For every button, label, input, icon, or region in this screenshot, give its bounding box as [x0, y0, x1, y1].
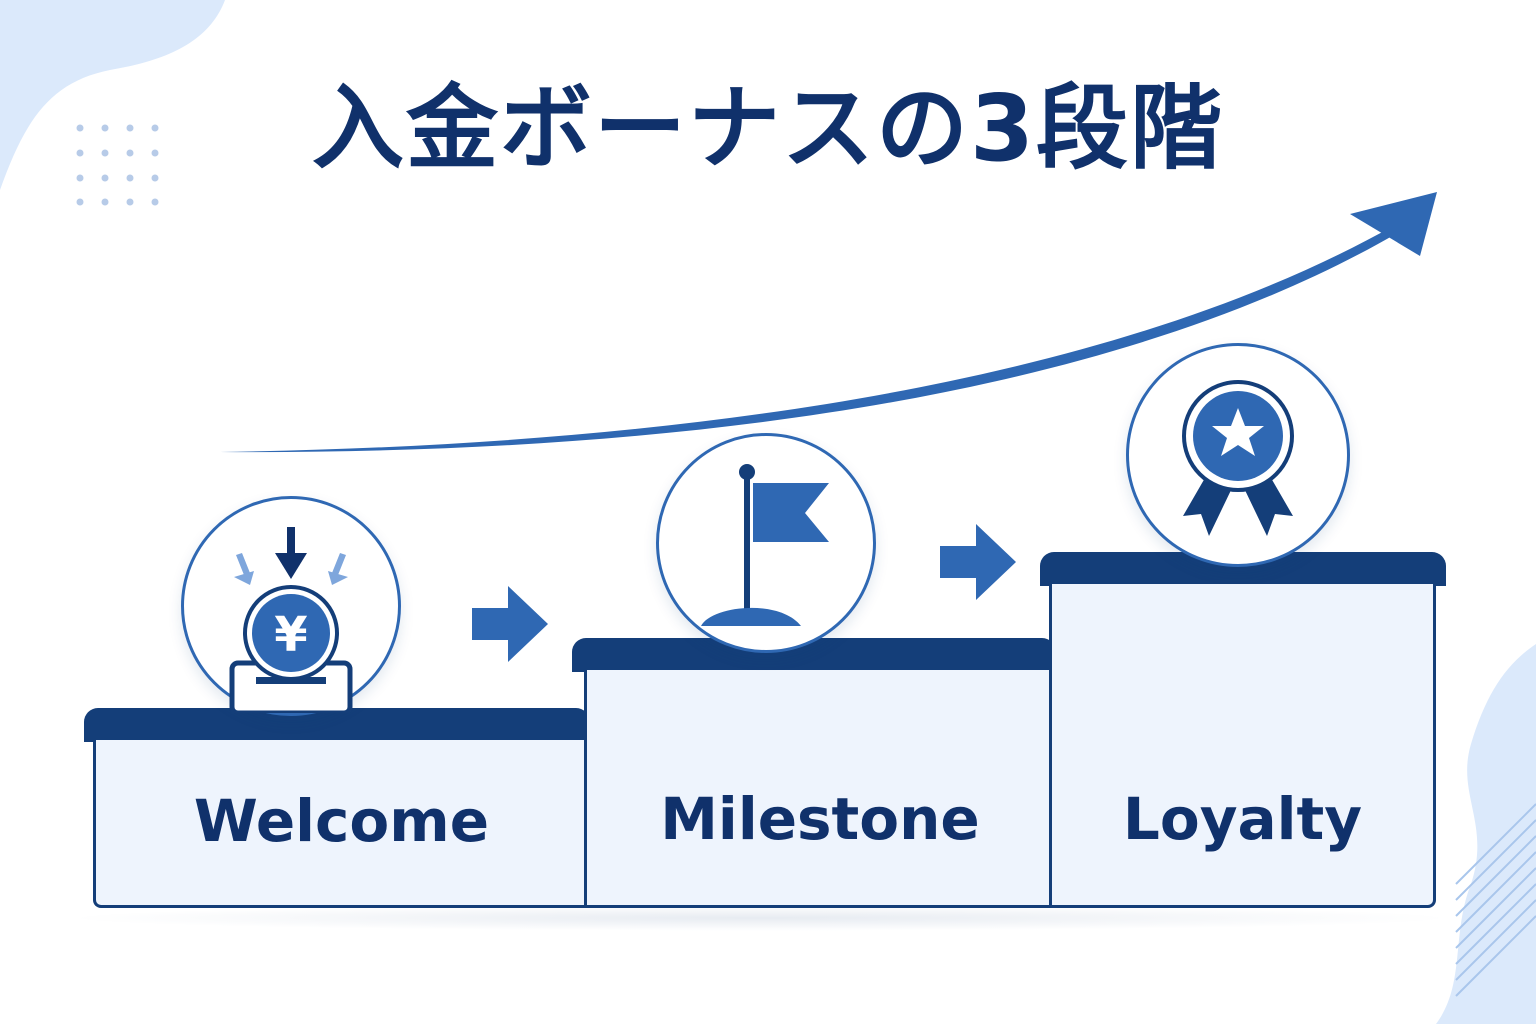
- loyalty-icon-badge: [1126, 343, 1350, 567]
- bottom-right-blob-decoration: [1436, 644, 1536, 1024]
- top-left-blob-decoration: [0, 0, 225, 190]
- dot-grid-decoration: [76, 124, 159, 206]
- step-arrow-1: [472, 586, 548, 662]
- yen-symbol: ¥: [274, 607, 307, 663]
- ground-shadow: [60, 905, 1460, 931]
- podium-loyalty: Loyalty: [1040, 552, 1446, 908]
- podium-milestone: Milestone: [572, 638, 1056, 908]
- podium-welcome: Welcome: [84, 708, 590, 908]
- stage-label-loyalty: Loyalty: [1122, 785, 1363, 853]
- flag-icon: [701, 464, 829, 626]
- yen-deposit-icon: ¥: [229, 527, 353, 713]
- milestone-icon-badge: [656, 433, 876, 653]
- stage-label-milestone: Milestone: [660, 785, 980, 853]
- stage-label-welcome: Welcome: [193, 787, 490, 855]
- welcome-icon-badge: ¥: [181, 496, 401, 716]
- step-arrow-2: [940, 524, 1016, 600]
- growth-curve-arrow: [220, 192, 1437, 453]
- page-title: 入金ボーナスの3段階: [311, 75, 1224, 182]
- award-ribbon-icon: [1182, 380, 1294, 536]
